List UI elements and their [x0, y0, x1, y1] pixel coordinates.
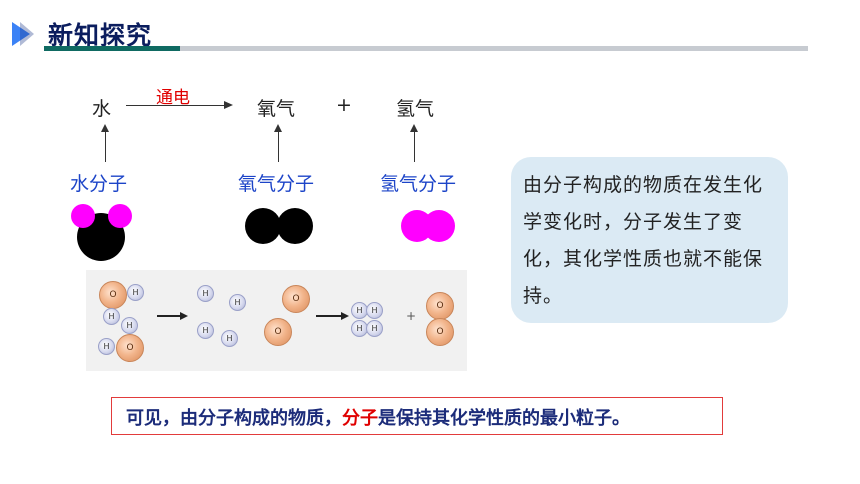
- conclusion-box: [111, 397, 723, 435]
- up-arrow-hydrogen-line: [414, 130, 415, 162]
- hydrogen-molecule-label: 氢气分子: [380, 173, 457, 195]
- diagram-oxygen-atom: O: [99, 281, 127, 309]
- diagram-arrow-2: [316, 315, 342, 317]
- up-arrow-hydrogen-icon: [410, 124, 418, 132]
- diagram-hydrogen-atom: H: [98, 338, 115, 355]
- conclusion-part2: 是保持其化学性质的最小粒子。: [378, 408, 630, 429]
- reaction-plus: +: [336, 94, 352, 116]
- header-arrow-icon: [12, 22, 30, 46]
- diagram-oxygen-atom: O: [426, 318, 454, 346]
- reaction-arrow-head-icon: [224, 101, 233, 109]
- hydrogen-atom-right: [423, 210, 455, 242]
- diagram-hydrogen-atom: H: [197, 322, 214, 339]
- reaction-arrow: [126, 105, 226, 106]
- header-arrow-shadow-icon: [20, 22, 34, 46]
- reactant-water: 水: [92, 98, 112, 120]
- water-molecule-label: 水分子: [70, 173, 128, 195]
- info-box: [511, 157, 788, 323]
- oxygen-atom-left: [245, 208, 281, 244]
- diagram-oxygen-atom: O: [426, 292, 454, 320]
- water-hydrogen-atom-right: [108, 204, 132, 228]
- conclusion-text: 可见，由分子构成的物质，分子是保持其化学性质的最小粒子。: [126, 404, 630, 430]
- diagram-oxygen-atom: O: [282, 285, 310, 313]
- diagram-hydrogen-atom: H: [103, 308, 120, 325]
- diagram-hydrogen-atom: H: [366, 302, 383, 319]
- diagram-hydrogen-atom: H: [121, 317, 138, 334]
- product-oxygen: 氧气: [257, 98, 296, 120]
- up-arrow-water-line: [105, 130, 106, 162]
- water-hydrogen-atom-left: [71, 204, 95, 228]
- page-title: 新知探究: [48, 21, 153, 50]
- conclusion-highlight: 分子: [342, 408, 378, 429]
- info-box-text: 由分子构成的物质在发生化学变化时，分子发生了变化，其化学性质也就不能保持。: [523, 174, 764, 307]
- diagram-arrow-1-head-icon: [180, 312, 188, 320]
- diagram-arrow-1: [157, 315, 181, 317]
- diagram-hydrogen-atom: H: [366, 320, 383, 337]
- oxygen-molecule-label: 氧气分子: [238, 173, 315, 195]
- header-divider: [44, 46, 808, 51]
- up-arrow-oxygen-line: [278, 130, 279, 162]
- diagram-hydrogen-atom: H: [127, 284, 144, 301]
- diagram-oxygen-atom: O: [116, 334, 144, 362]
- reaction-condition: 通电: [156, 88, 190, 108]
- diagram-arrow-2-head-icon: [341, 312, 349, 320]
- oxygen-atom-right: [277, 208, 313, 244]
- up-arrow-water-icon: [101, 124, 109, 132]
- conclusion-part1: 可见，由分子构成的物质，: [126, 408, 342, 429]
- diagram-hydrogen-atom: H: [229, 294, 246, 311]
- up-arrow-oxygen-icon: [274, 124, 282, 132]
- diagram-oxygen-atom: O: [264, 318, 292, 346]
- diagram-plus: +: [406, 309, 417, 323]
- header-divider-accent: [44, 46, 180, 51]
- product-hydrogen: 氢气: [396, 98, 435, 120]
- diagram-hydrogen-atom: H: [197, 285, 214, 302]
- diagram-hydrogen-atom: H: [221, 330, 238, 347]
